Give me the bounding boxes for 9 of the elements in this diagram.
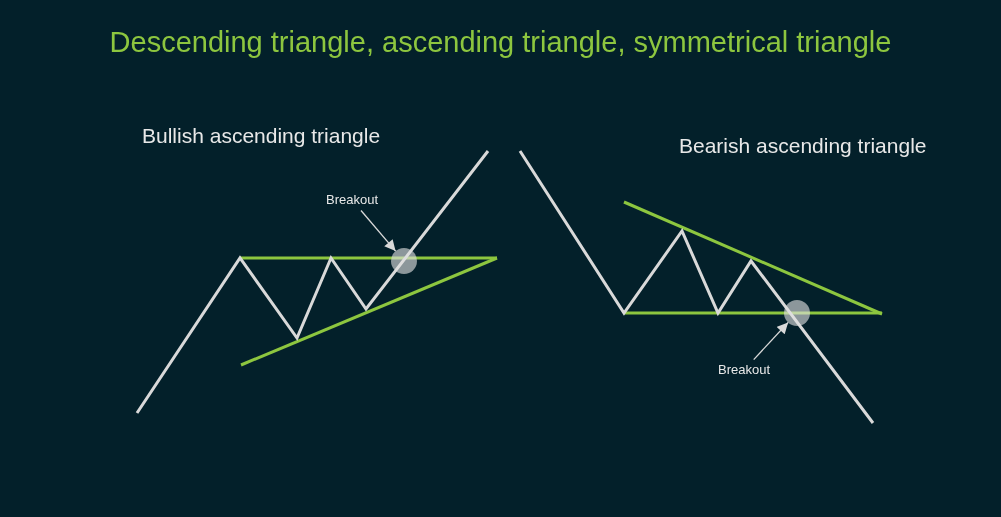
pattern-label: Bullish ascending triangle — [142, 124, 381, 149]
breakout-marker — [784, 300, 810, 326]
annotation-text: Breakout — [718, 362, 771, 378]
title: Descending triangle, ascending triangle, symmetrical triangle — [109, 26, 892, 58]
pattern-label: Bearish ascending triangle — [679, 134, 927, 159]
leader-arrow — [360, 209, 397, 252]
leader-arrow — [753, 321, 789, 361]
annotation-text: Breakout — [326, 192, 379, 208]
breakout-marker — [391, 248, 417, 274]
